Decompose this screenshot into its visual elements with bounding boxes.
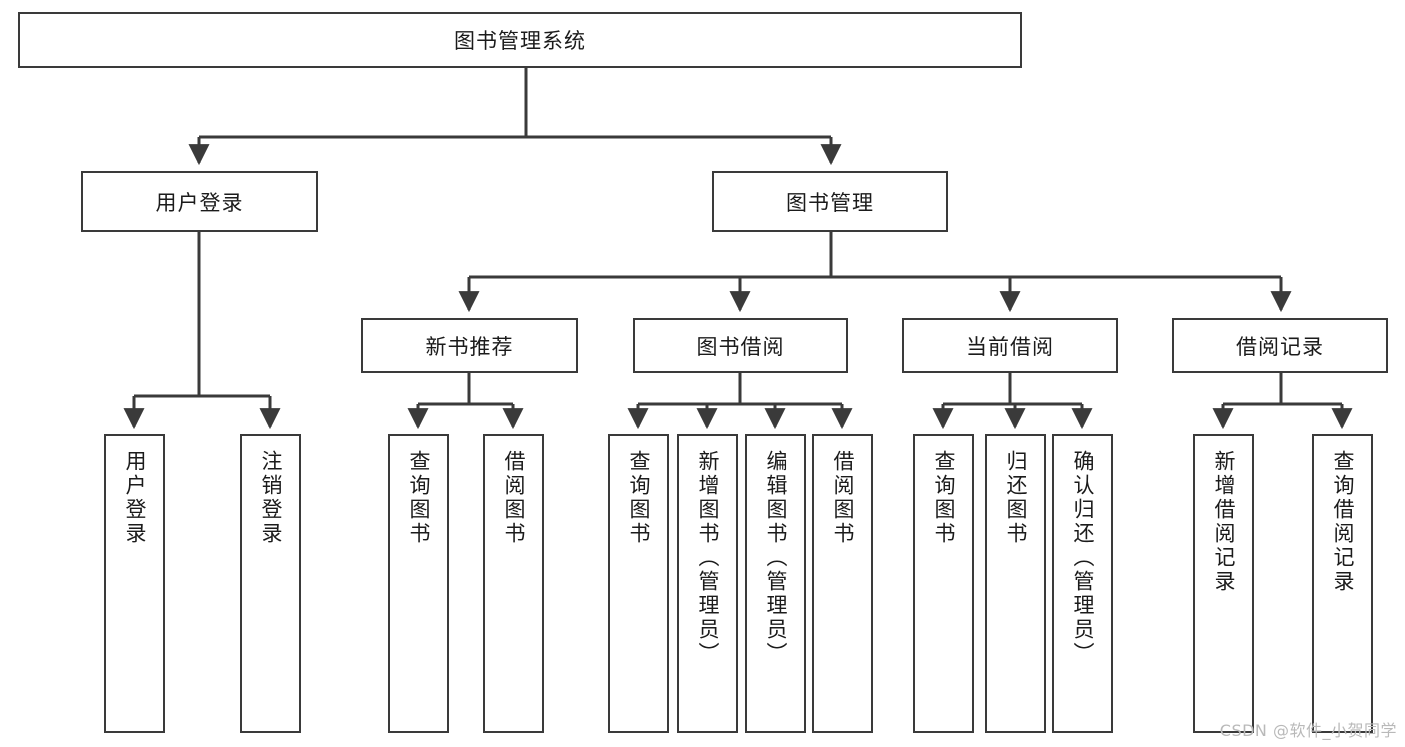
leaf-add-book-admin[interactable]: 新增图书（管理员） <box>677 434 738 733</box>
node-label: 图书管理 <box>786 190 874 215</box>
node-label: 借阅图书 <box>831 450 855 546</box>
node-borrow-record[interactable]: 借阅记录 <box>1172 318 1388 373</box>
leaf-user-login[interactable]: 用户登录 <box>104 434 165 733</box>
node-user-login[interactable]: 用户登录 <box>81 171 318 232</box>
node-label: 图书管理系统 <box>454 29 586 53</box>
leaf-query-book-recommend[interactable]: 查询图书 <box>388 434 449 733</box>
node-label: 确认归还（管理员） <box>1071 450 1095 666</box>
node-book-borrow[interactable]: 图书借阅 <box>633 318 848 373</box>
node-label: 查询图书 <box>627 450 651 546</box>
node-label: 新增图书（管理员） <box>696 450 720 666</box>
leaf-edit-book-admin[interactable]: 编辑图书（管理员） <box>745 434 806 733</box>
node-label: 当前借阅 <box>966 334 1054 359</box>
leaf-query-book-borrow[interactable]: 查询图书 <box>608 434 669 733</box>
node-label: 借阅图书 <box>502 450 526 546</box>
leaf-borrow-book[interactable]: 借阅图书 <box>812 434 873 733</box>
node-new-book-recommend[interactable]: 新书推荐 <box>361 318 578 373</box>
node-label: 图书借阅 <box>696 334 785 359</box>
leaf-borrow-book-recommend[interactable]: 借阅图书 <box>483 434 544 733</box>
node-label: 查询图书 <box>407 450 431 546</box>
leaf-query-book-current[interactable]: 查询图书 <box>913 434 974 733</box>
node-label: 借阅记录 <box>1236 334 1324 359</box>
node-root-system[interactable]: 图书管理系统 <box>18 12 1022 68</box>
node-label: 用户登录 <box>123 450 147 546</box>
leaf-add-borrow-record[interactable]: 新增借阅记录 <box>1193 434 1254 733</box>
node-label: 新增借阅记录 <box>1212 450 1236 594</box>
leaf-return-book[interactable]: 归还图书 <box>985 434 1046 733</box>
node-label: 编辑图书（管理员） <box>764 450 788 666</box>
node-label: 查询图书 <box>932 450 956 546</box>
node-label: 查询借阅记录 <box>1331 450 1355 594</box>
node-label: 归还图书 <box>1004 450 1028 546</box>
leaf-confirm-return-admin[interactable]: 确认归还（管理员） <box>1052 434 1113 733</box>
leaf-query-borrow-record[interactable]: 查询借阅记录 <box>1312 434 1373 733</box>
watermark-text: CSDN @软件_小贺同学 <box>1219 721 1397 740</box>
node-current-borrow[interactable]: 当前借阅 <box>902 318 1118 373</box>
leaf-logout[interactable]: 注销登录 <box>240 434 301 733</box>
node-label: 注销登录 <box>259 450 283 546</box>
node-label: 用户登录 <box>155 190 244 215</box>
node-book-manage[interactable]: 图书管理 <box>712 171 948 232</box>
node-label: 新书推荐 <box>425 334 514 359</box>
